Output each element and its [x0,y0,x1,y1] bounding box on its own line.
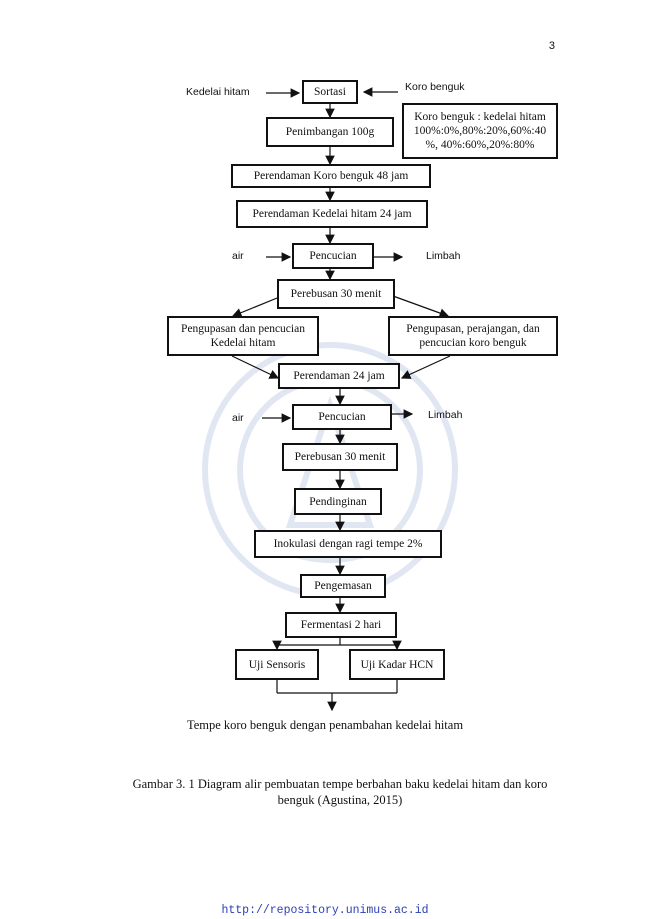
node-uji-hcn: Uji Kadar HCN [349,649,445,680]
page-number: 3 [548,40,555,52]
air-input-label-2: air [232,412,244,424]
node-ratio: Koro benguk : kedelai hitam 100%:0%,80%:… [402,103,558,159]
node-perendaman-24: Perendaman 24 jam [278,363,400,389]
node-fermentasi: Fermentasi 2 hari [285,612,397,638]
node-pengupasan-koro: Pengupasan, perajangan, dan pencucian ko… [388,316,558,356]
input-kedelai-hitam-label: Kedelai hitam [186,86,250,98]
node-pencucian-1: Pencucian [292,243,374,269]
node-pencucian-2: Pencucian [292,404,392,430]
node-perendaman-koro: Perendaman Koro benguk 48 jam [231,164,431,188]
node-uji-sensoris: Uji Sensoris [235,649,319,680]
limbah-output-label-1: Limbah [426,250,461,262]
node-pengupasan-kedelai: Pengupasan dan pencucian Kedelai hitam [167,316,319,356]
result-text: Tempe koro benguk dengan penambahan kede… [186,718,464,732]
input-koro-benguk-label: Koro benguk [405,81,465,93]
node-inokulasi: Inokulasi dengan ragi tempe 2% [254,530,442,558]
footer-url-link[interactable]: http://repository.unimus.ac.id [221,904,429,917]
node-pendinginan: Pendinginan [294,488,382,515]
limbah-output-label-2: Limbah [428,409,463,421]
node-penimbangan: Penimbangan 100g [266,117,394,147]
node-pengemasan: Pengemasan [300,574,386,598]
figure-caption: Gambar 3. 1 Diagram alir pembuatan tempe… [132,777,548,807]
node-perendaman-kedelai: Perendaman Kedelai hitam 24 jam [236,200,428,228]
node-perebusan-2: Perebusan 30 menit [282,443,398,471]
node-sortasi: Sortasi [302,80,358,104]
node-perebusan-1: Perebusan 30 menit [277,279,395,309]
air-input-label-1: air [232,250,244,262]
